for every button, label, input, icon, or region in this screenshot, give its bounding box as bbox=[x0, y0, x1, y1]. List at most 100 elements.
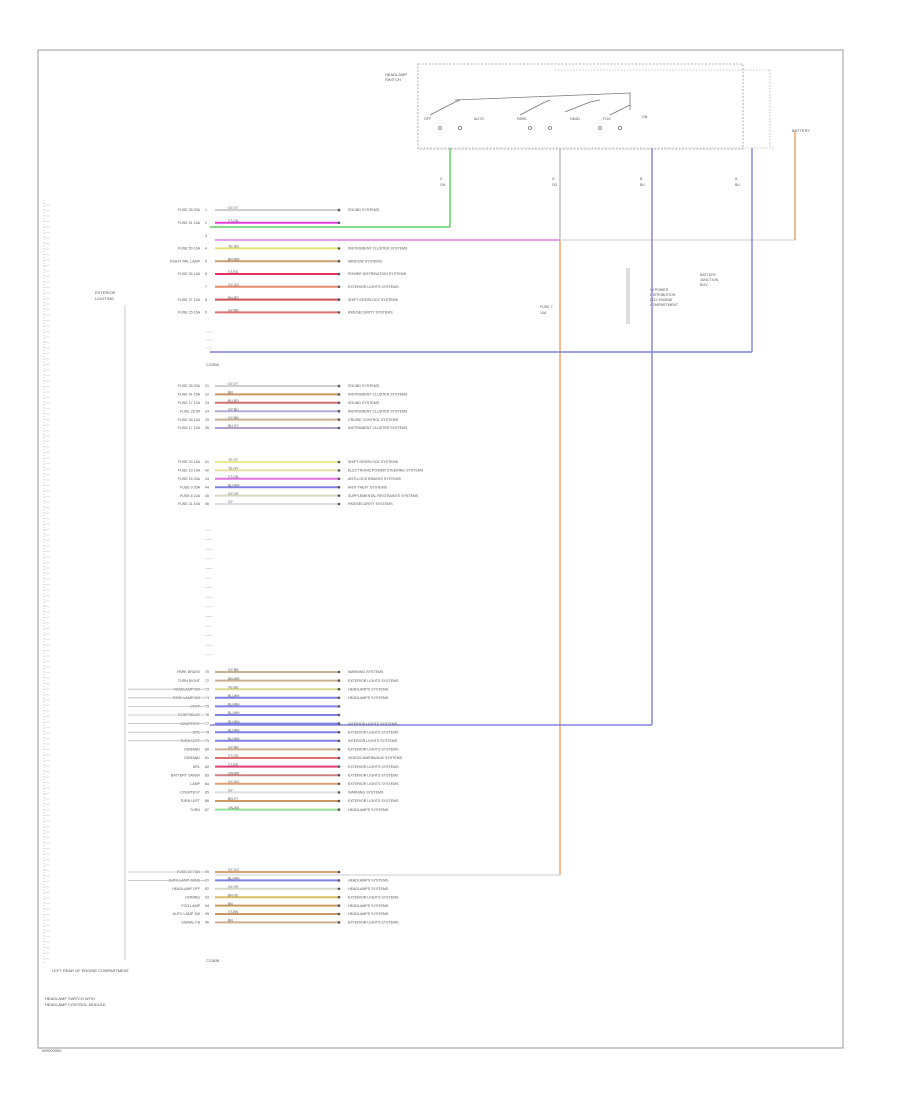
wire-left-label: COURTESY bbox=[180, 791, 201, 795]
switch-position-fog: FOG bbox=[603, 117, 611, 121]
wire-left-label: FUSE 27 10A bbox=[178, 298, 201, 302]
wire-destination: ANTI-THEFT SYSTEMS bbox=[348, 485, 388, 489]
wire-left-label: FUSE 28 5A bbox=[180, 409, 201, 413]
switch-contacts bbox=[429, 92, 631, 130]
wire-left-label: FUSE 20 15A bbox=[178, 460, 201, 464]
wire-left-label: FUSE 50 10A bbox=[178, 247, 201, 251]
svg-text:LIGHTING: LIGHTING bbox=[95, 296, 114, 301]
wire-pin: 72 bbox=[205, 679, 209, 683]
wire-pin: 8 bbox=[205, 298, 207, 302]
connector-bottom-label: C2280B bbox=[206, 959, 220, 963]
wire-terminal bbox=[337, 418, 341, 421]
wire-color-code: GY-OG bbox=[228, 780, 239, 784]
wire-destination: EXTERIOR LIGHTS SYSTEMS bbox=[348, 765, 399, 769]
wire-left-label: FUSE 41 15A bbox=[178, 221, 201, 225]
svg-text:JUNCTION: JUNCTION bbox=[700, 278, 719, 282]
wire-destination: SOUND SYSTEMS bbox=[348, 208, 380, 212]
wire-pin: 70 bbox=[205, 670, 209, 674]
wire-destination: INSTRUMENT CLUSTER SYSTEMS bbox=[348, 247, 408, 251]
wire-destination: INTERIOR LIGHTS SYSTEMS bbox=[348, 739, 398, 743]
wire-left-label: BATTERY SAVER bbox=[171, 773, 200, 777]
wire-pin: 95 bbox=[205, 912, 209, 916]
svg-text:BU: BU bbox=[640, 183, 645, 187]
wire-destination: EXTERIOR LIGHTS SYSTEMS bbox=[348, 730, 399, 734]
wire-destination: INSTRUMENT CLUSTER SYSTEMS bbox=[348, 426, 408, 430]
wire-color-code: BN-WH bbox=[228, 257, 240, 261]
wire-terminal bbox=[337, 687, 341, 691]
headlamp-switch-box bbox=[417, 63, 744, 150]
wire-color-code: GY-BN bbox=[228, 668, 239, 672]
wire-left-label: FUSE 6 10A bbox=[180, 494, 201, 498]
wire-left-label: TURN RIGHT bbox=[178, 679, 201, 683]
wire-terminal bbox=[337, 393, 341, 396]
wire-color-code: VT-GN bbox=[228, 475, 239, 479]
wire-pin: 45 bbox=[205, 494, 209, 498]
wire-terminal bbox=[337, 705, 341, 708]
wire-destination: SUPPLEMENTAL RESTRAINTS SYSTEMS bbox=[348, 494, 419, 498]
wire-color-code: GY-BN bbox=[228, 746, 239, 750]
wire-destination: RKE/SECURITY SYSTEMS bbox=[348, 502, 393, 506]
wire-destination: HEADLAMPS SYSTEMS bbox=[348, 887, 389, 891]
wire-terminal bbox=[337, 870, 341, 874]
wire-left-label: DEMAND bbox=[184, 756, 200, 760]
wire-color-code: YE-GN bbox=[228, 245, 239, 249]
wire-pin: 43 bbox=[205, 477, 209, 481]
wire-pin: 84 bbox=[205, 782, 209, 786]
connector-top-label: C2280A bbox=[206, 363, 220, 367]
wire-destination: EXTERIOR LIGHTS SYSTEMS bbox=[348, 921, 399, 925]
wire-terminal bbox=[337, 401, 341, 405]
wire-terminal bbox=[337, 679, 341, 682]
wire-left-label: FUSE 15 10A bbox=[178, 311, 201, 315]
wire-left-label: DRL bbox=[193, 765, 200, 769]
wire-terminal bbox=[337, 384, 341, 388]
wire-pin: 76 bbox=[205, 713, 209, 717]
diagram-frame bbox=[37, 49, 844, 1049]
wire-color-code: BU-WH bbox=[228, 483, 240, 487]
wire-terminal bbox=[337, 912, 341, 916]
wire-terminal bbox=[337, 782, 341, 786]
wire-destination: HEADLAMPS SYSTEMS bbox=[348, 687, 389, 691]
wire-color-code: BN bbox=[228, 902, 233, 906]
wire-left-label: FUSE 34 10A bbox=[178, 272, 201, 276]
wire-destination: CRUISE CONTROL SYSTEMS bbox=[348, 418, 399, 422]
wire-color-code: BU-WH bbox=[228, 877, 240, 881]
wire-pin: 81 bbox=[205, 756, 209, 760]
svg-text:COMPARTMENT: COMPARTMENT bbox=[650, 303, 679, 307]
wire-color-code: GN-BN bbox=[228, 771, 239, 775]
wire-pin: 26 bbox=[205, 426, 209, 430]
wire-color-code: GY-YE bbox=[228, 885, 239, 889]
wire-color-code: GY-OG bbox=[228, 283, 239, 287]
wire-color-code: BU-WH bbox=[228, 737, 240, 741]
switch-position-park: PARK bbox=[517, 117, 527, 121]
wire-color-code: BU-RD bbox=[228, 399, 239, 403]
wire-left-label: TURN LEFT bbox=[180, 799, 201, 803]
wire-color-code: GY-YE bbox=[228, 492, 239, 496]
wire-destination: INTERIOR LIGHTS SYSTEMS bbox=[348, 722, 398, 726]
svg-text:BU: BU bbox=[735, 183, 740, 187]
wire-pin: 1 bbox=[205, 208, 207, 212]
wire-destination: HEADLAMPS SYSTEMS bbox=[348, 696, 389, 700]
wire-pin: 94 bbox=[205, 904, 209, 908]
footer-note-2: HEADLAMP CONTROL MODULE bbox=[45, 1002, 106, 1007]
wire-pin: 6 bbox=[205, 272, 207, 276]
wire-left-label: FUSE 21 10A bbox=[178, 502, 201, 506]
wire-pin: 75 bbox=[205, 705, 209, 709]
footer-note-1: HEADLAMP SWITCH WITH bbox=[45, 996, 95, 1001]
svg-text:A: A bbox=[735, 177, 738, 181]
wire-destination: SOUND SYSTEMS bbox=[348, 384, 380, 388]
wire-terminal bbox=[337, 426, 341, 430]
wire-color-code: BN-YE bbox=[228, 893, 239, 897]
wire-terminal bbox=[337, 730, 341, 734]
wire-pin: 2 bbox=[205, 221, 207, 225]
wire-pin: 42 bbox=[205, 469, 209, 473]
wire-terminal bbox=[337, 791, 341, 794]
wire-left-label: SIGNAL FB bbox=[181, 921, 200, 925]
wire-destination: INSTRUMENT CLUSTER SYSTEMS bbox=[348, 393, 408, 397]
wire-color-code: BU-GY bbox=[228, 424, 239, 428]
wire-color-code: BU-WH bbox=[228, 720, 240, 724]
wire-color-code: VT-GN bbox=[228, 219, 239, 223]
wire-terminal bbox=[337, 799, 341, 803]
wire-terminal bbox=[337, 208, 341, 212]
svg-text:GN: GN bbox=[440, 183, 446, 187]
